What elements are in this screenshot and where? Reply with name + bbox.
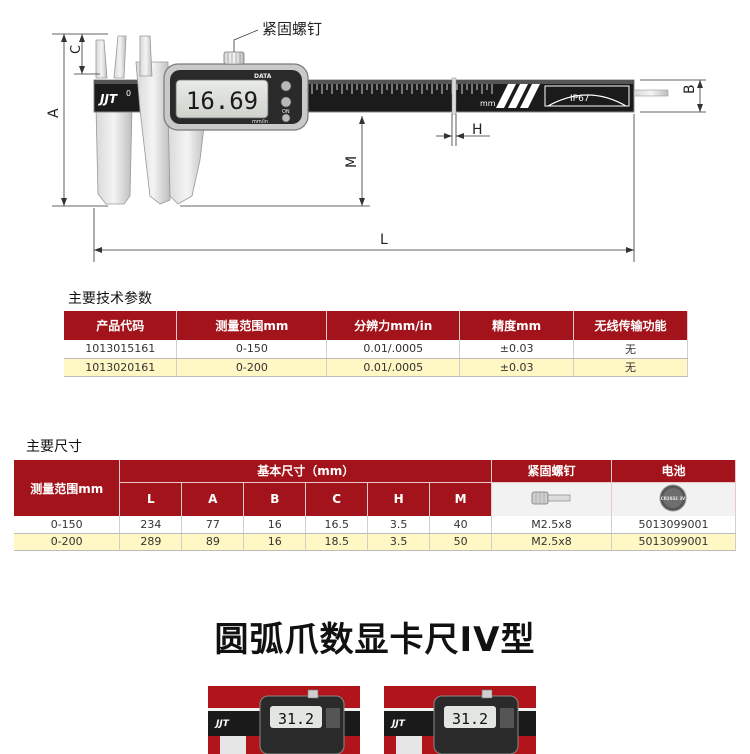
table-cell: 0-200	[14, 533, 121, 551]
table-cell: 3.5	[367, 533, 431, 551]
dimensions-header-row: 测量范围mm 基本尺寸（mm） 紧固螺钉 电池	[14, 460, 737, 516]
product-thumbnail-1: JJT 31.2	[208, 686, 360, 754]
brand-logo: JJT	[98, 92, 118, 106]
table-cell: M2.5x8	[491, 516, 612, 534]
dim-label-h: H	[472, 122, 483, 138]
dim-label-b: B	[682, 84, 698, 94]
table-row: 1013015161 0-150 0.01/.0005 ±0.03 无	[64, 340, 688, 359]
table-cell: 1013015161	[64, 340, 178, 359]
on-button	[280, 96, 292, 108]
tech-header-code: 产品代码	[64, 311, 178, 340]
dim-header-range: 测量范围mm	[14, 460, 121, 516]
dim-header-basic: 基本尺寸（mm）	[119, 460, 493, 483]
ip-rating: IP67	[570, 94, 590, 104]
table-cell: 1013020161	[64, 358, 178, 377]
dimensions-subheader-row: L A B C H M CR2032 3V	[14, 482, 737, 516]
dim-subheader-l: L	[119, 482, 183, 516]
battery-image: CR2032 3V	[611, 482, 737, 516]
dim-subheader-h: H	[367, 482, 431, 516]
table-cell: 18.5	[305, 533, 369, 551]
dim-subheader-a: A	[181, 482, 245, 516]
decor-stripes	[496, 84, 540, 108]
dim-header-battery: 电池	[611, 460, 737, 483]
table-cell: 234	[119, 516, 183, 534]
thumb-brand: JJT	[214, 719, 230, 729]
table-cell: 0-150	[176, 340, 328, 359]
table-cell: M2.5x8	[491, 533, 612, 551]
table-cell: 5013099001	[611, 516, 737, 534]
screw-icon	[531, 491, 570, 505]
mode-button	[281, 113, 291, 123]
battery-icon: CR2032 3V	[659, 484, 687, 512]
table-cell: 16	[243, 516, 307, 534]
table-cell: 0.01/.0005	[326, 358, 461, 377]
dim-label-l: L	[380, 232, 388, 248]
table-cell: ±0.03	[459, 358, 575, 377]
tech-header-resolution: 分辨力mm/in	[326, 311, 461, 340]
table-cell: 16.5	[305, 516, 369, 534]
dim-subheader-c: C	[305, 482, 369, 516]
dim-subheader-b: B	[243, 482, 307, 516]
table-row: 1013020161 0-200 0.01/.0005 ±0.03 无	[64, 358, 688, 377]
table-cell: 89	[181, 533, 245, 551]
table-cell: 3.5	[367, 516, 431, 534]
thumb-readout: 31.2	[452, 710, 488, 728]
scale-zero: 0	[126, 89, 131, 98]
dim-header-screw: 紧固螺钉	[491, 460, 612, 483]
on-label: ON	[282, 109, 290, 115]
dimensions-table: 测量范围mm 基本尺寸（mm） 紧固螺钉 电池 L A B C H M CR20…	[14, 460, 737, 551]
screw-image	[491, 482, 612, 516]
table-cell: 5013099001	[611, 533, 737, 551]
table-cell: 77	[181, 516, 245, 534]
lcd-readout: 16.69	[186, 87, 258, 115]
table-cell: 0.01/.0005	[326, 340, 461, 359]
tech-params-header-row: 产品代码 测量范围mm 分辨力mm/in 精度mm 无线传输功能	[64, 311, 688, 340]
table-cell: 0-200	[176, 358, 328, 377]
table-cell: 40	[429, 516, 493, 534]
thumb-brand: JJT	[390, 719, 406, 729]
caliper-dimension-diagram: 紧固螺钉 16.69 DATA mm/in ON JJT 0 mm IP67	[46, 20, 706, 262]
product-thumbnail-2: JJT 31.2	[384, 686, 536, 754]
data-label: DATA	[254, 73, 272, 80]
scale-ticks	[311, 84, 493, 94]
table-cell: ±0.03	[459, 340, 575, 359]
zero-button	[280, 80, 292, 92]
tech-header-accuracy: 精度mm	[459, 311, 575, 340]
product-title: 圆弧爪数显卡尺IV型	[214, 620, 536, 660]
table-cell: 16	[243, 533, 307, 551]
table-row: 0-150 234 77 16 16.5 3.5 40 M2.5x8 50130…	[14, 516, 737, 534]
battery-label: CR2032 3V	[661, 496, 686, 501]
dimensions-title: 主要尺寸	[26, 439, 82, 455]
dim-label-a: A	[46, 108, 62, 118]
tech-params-table: 产品代码 测量范围mm 分辨力mm/in 精度mm 无线传输功能 1013015…	[64, 311, 688, 377]
thumb-readout: 31.2	[278, 710, 314, 728]
tech-header-wireless: 无线传输功能	[573, 311, 688, 340]
mm-in-label: mm/in	[252, 119, 268, 125]
table-cell: 0-150	[14, 516, 121, 534]
dim-subheader-m: M	[429, 482, 493, 516]
table-cell: 无	[573, 358, 688, 377]
tech-params-title: 主要技术参数	[68, 291, 152, 307]
table-cell: 289	[119, 533, 183, 551]
table-cell: 50	[429, 533, 493, 551]
screw-label: 紧固螺钉	[262, 20, 322, 38]
table-cell: 无	[573, 340, 688, 359]
dimension-arrows	[61, 34, 703, 253]
tech-header-range: 测量范围mm	[176, 311, 328, 340]
dim-label-m: M	[344, 156, 360, 168]
scale-unit: mm	[480, 99, 496, 108]
table-row: 0-200 289 89 16 18.5 3.5 50 M2.5x8 50130…	[14, 533, 737, 551]
dim-label-c: C	[69, 45, 84, 54]
